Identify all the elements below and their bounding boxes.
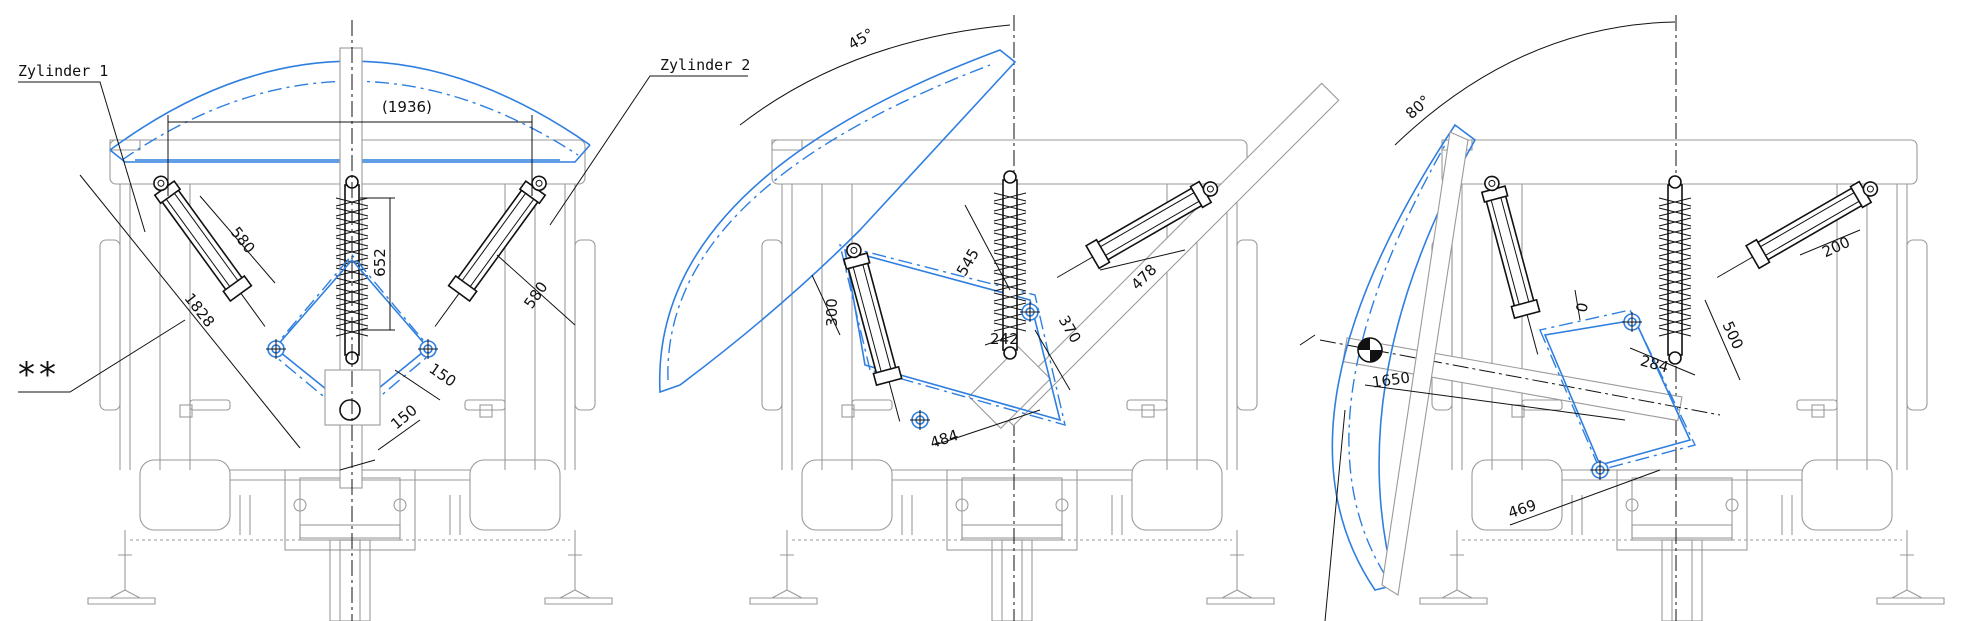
view-2 (658, 15, 1340, 621)
dim-242: 242 (990, 330, 1019, 348)
dim-spring: 652 (370, 248, 389, 277)
zylinder-1-label: Zylinder 1 (18, 62, 109, 80)
zylinder-2-label: Zylinder 2 (660, 56, 751, 74)
view-3 (1299, 15, 1945, 621)
dim-width: (1936) (382, 98, 432, 116)
view-1 (18, 20, 748, 621)
note-marker: ** (18, 355, 60, 395)
dim-300: 300 (822, 298, 841, 327)
